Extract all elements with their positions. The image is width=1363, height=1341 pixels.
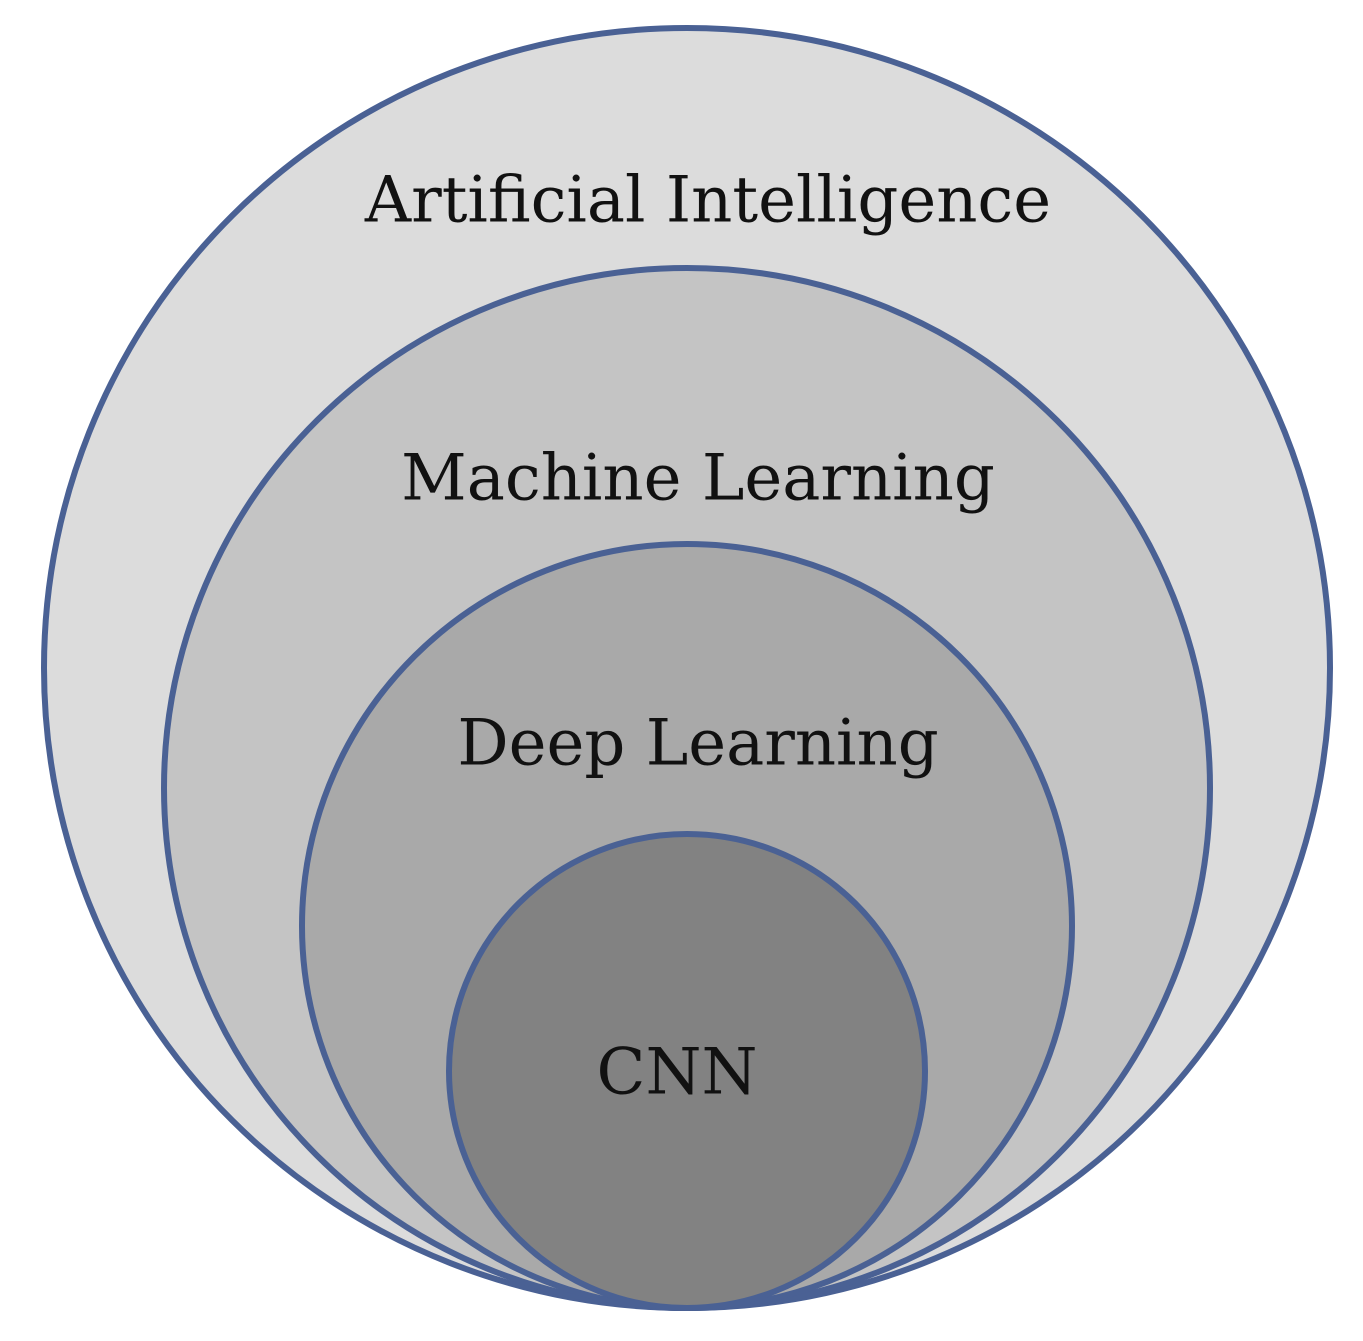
label-artificial-intelligence: Artificial Intelligence [364,164,1051,238]
label-machine-learning: Machine Learning [401,442,995,516]
circle-cnn [446,831,928,1311]
label-deep-learning: Deep Learning [457,707,938,781]
ring-cnn: CNN [446,831,928,1311]
label-cnn: CNN [597,1036,758,1110]
